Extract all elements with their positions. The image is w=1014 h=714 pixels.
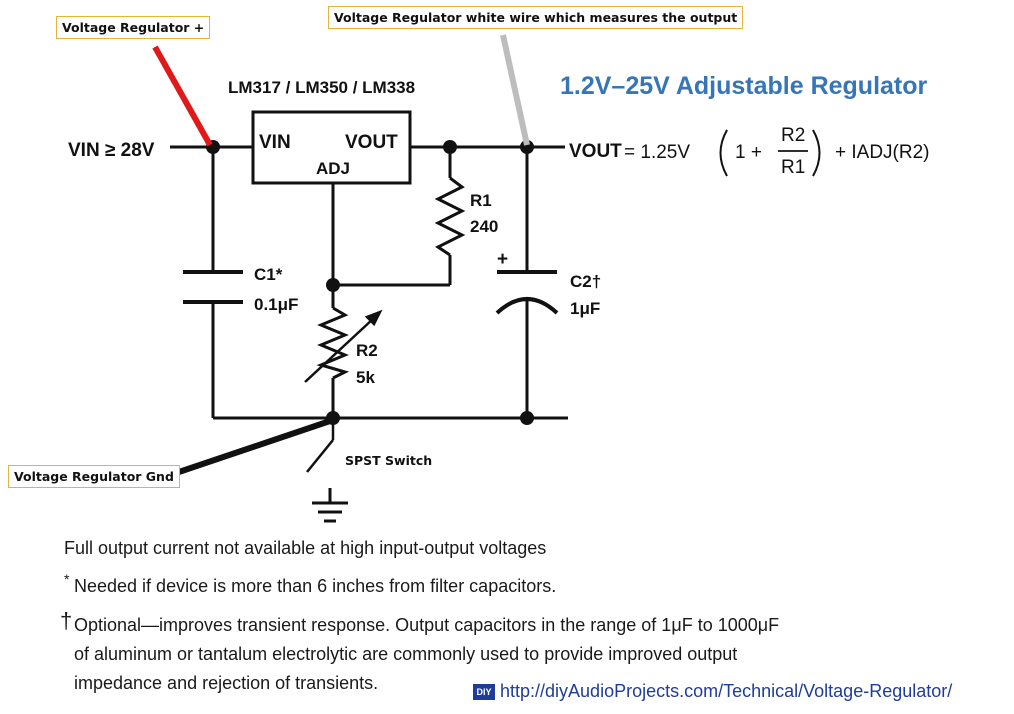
ic-part-label: LM317 / LM350 / LM338 (228, 78, 415, 97)
formula-numerator: R2 (781, 125, 805, 146)
c2-value: 1μF (570, 299, 600, 318)
diy-logo-icon: DIY (473, 684, 495, 700)
ic-vout-label: VOUT (345, 132, 398, 153)
regulator-ic (251, 110, 412, 185)
formula-denominator: R1 (781, 157, 805, 178)
source-url-link[interactable]: http://diyAudioProjects.com/Technical/Vo… (500, 681, 953, 701)
footnote-current: Full output current not available at hig… (64, 538, 547, 558)
footnote-dagger-3: impedance and rejection of transients. (74, 673, 379, 693)
ground-icon (312, 488, 348, 523)
formula-one: 1 + (735, 142, 762, 163)
c2-capacitor (495, 270, 559, 315)
footnote-dagger-symbol: † (60, 608, 73, 633)
footnote-dagger-2: of aluminum or tantalum electrolytic are… (74, 644, 738, 664)
formula-paren-left (719, 129, 728, 177)
gnd-wire (169, 417, 334, 478)
output-wire (500, 34, 530, 146)
plus-wire-note: Voltage Regulator + (56, 16, 211, 39)
r2-potentiometer (316, 306, 350, 380)
r1-resistor (434, 176, 466, 257)
footnote-dagger-1: Optional—improves transient response. Ou… (74, 615, 780, 635)
r1-value: 240 (470, 217, 498, 236)
c1-value: 0.1μF (254, 295, 298, 314)
c1-name: C1* (254, 265, 283, 284)
vout-label: VOUT (569, 141, 622, 162)
footnote-star-symbol: * (64, 571, 70, 587)
output-wire-note: Voltage Regulator white wire which measu… (328, 6, 744, 29)
r2-adjust-arrow-icon (304, 309, 383, 383)
c2-name: C2† (570, 272, 601, 291)
c2-polarity: + (497, 249, 508, 270)
formula-lhs: = 1.25V (624, 142, 690, 163)
formula-paren-right (812, 129, 821, 177)
r2-value: 5k (356, 368, 375, 387)
r2-name: R2 (356, 341, 378, 360)
plus-wire (152, 45, 213, 147)
c1-capacitor (183, 270, 243, 304)
ic-adj-label: ADJ (316, 159, 350, 178)
gnd-wire-note: Voltage Regulator Gnd (8, 465, 180, 488)
diagram-title: 1.2V–25V Adjustable Regulator (560, 72, 928, 100)
spst-switch-label: SPST Switch (345, 453, 433, 468)
vin-label: VIN ≥ 28V (68, 140, 155, 161)
footnote-star: Needed if device is more than 6 inches f… (74, 576, 557, 596)
formula-tail: + IADJ(R2) (835, 142, 930, 163)
ic-vin-label: VIN (259, 132, 291, 153)
r1-name: R1 (470, 191, 492, 210)
